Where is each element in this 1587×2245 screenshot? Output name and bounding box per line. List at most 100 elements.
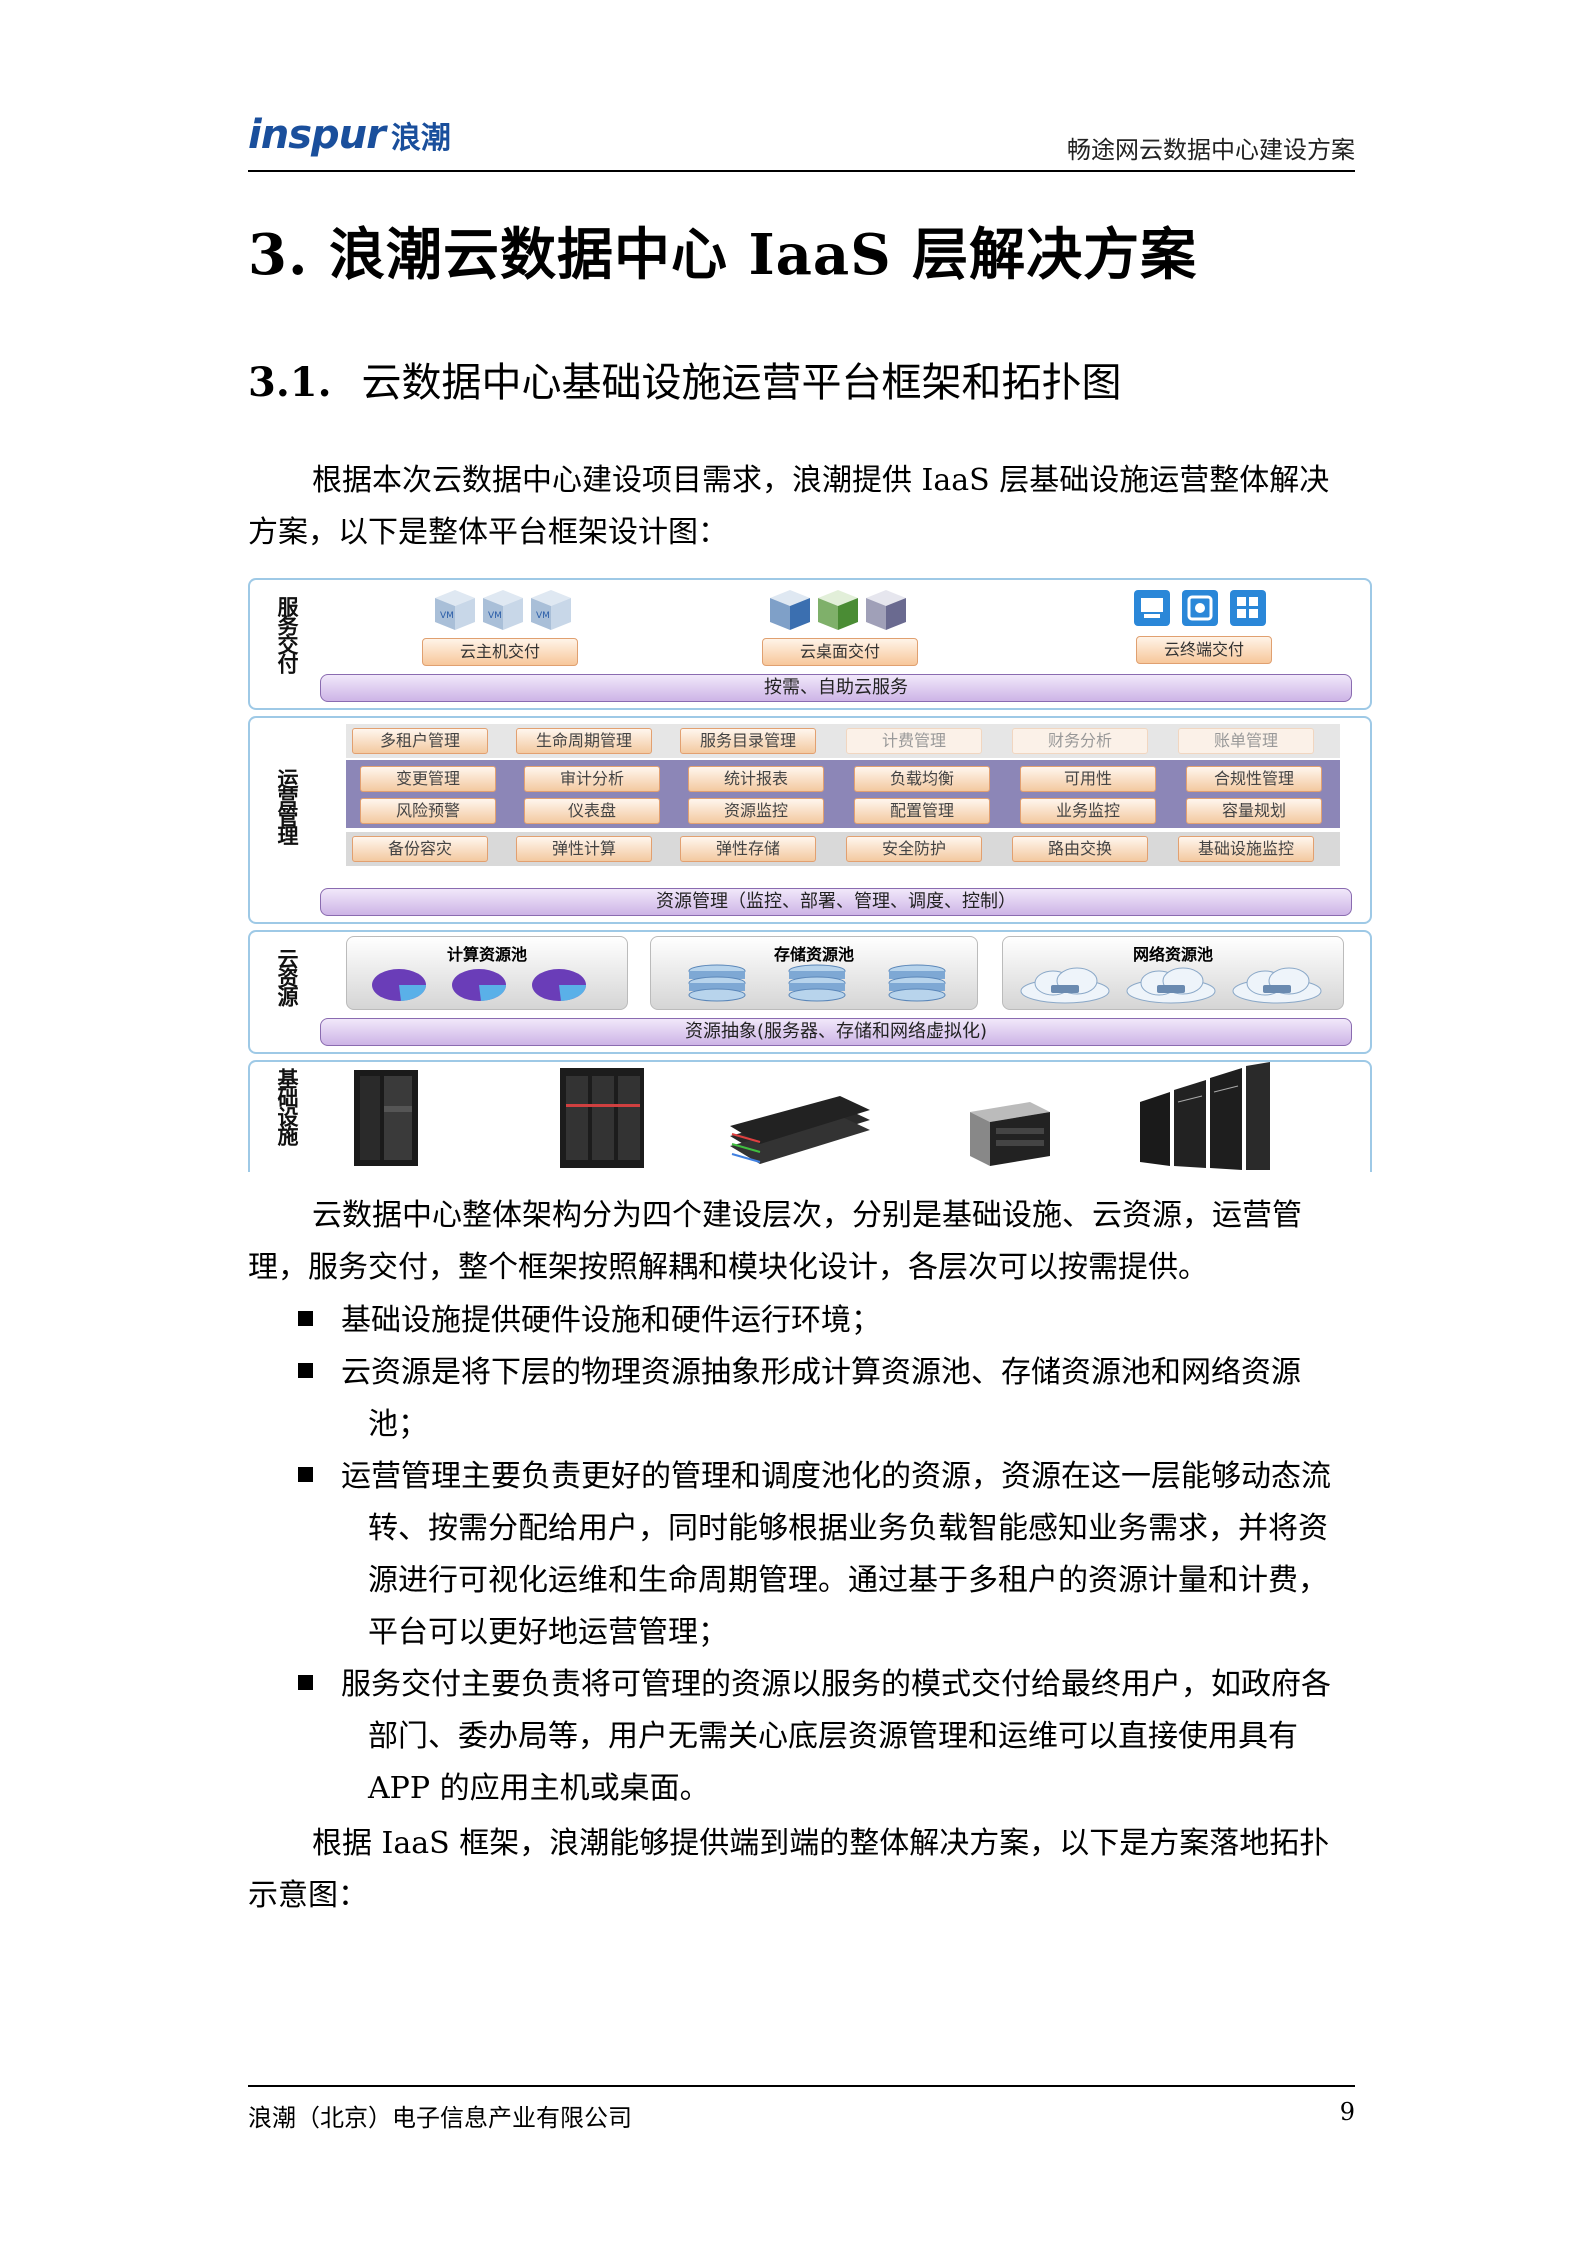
platform-framework-diagram: 服务交付 VM VM VM 云主机交付 xyxy=(248,578,1378,1176)
ops-cell: 安全防护 xyxy=(846,836,982,862)
ops-cell: 审计分析 xyxy=(524,766,660,792)
paragraph-architecture: 云数据中心整体架构分为四个建设层次，分别是基础设施、云资源，运营管理，服务交付，… xyxy=(248,1198,1302,1285)
cloud-resource-layer: 云资源 计算资源池 存储资源池 xyxy=(248,930,1372,1054)
footer-company: 浪潮（北京）电子信息产业有限公司 xyxy=(248,2104,632,2132)
ops-cell: 合规性管理 xyxy=(1186,766,1322,792)
list-item: 云资源是将下层的物理资源抽象形成计算资源池、存储资源池和网络资源池； xyxy=(248,1347,1355,1451)
compute-pie-icons xyxy=(372,969,587,1001)
infrastructure-layer: 基础设施 xyxy=(248,1060,1372,1172)
cloud-layer-bar: 资源抽象(服务器、存储和网络虚拟化) xyxy=(320,1018,1352,1046)
network-pool: 网络资源池 xyxy=(1002,936,1344,1010)
heading-2-text: 云数据中心基础设施运营平台框架和拓扑图 xyxy=(361,360,1122,406)
ops-cell: 服务目录管理 xyxy=(680,728,816,754)
disk-stack-icon xyxy=(688,964,746,1002)
ops-cell: 仪表盘 xyxy=(524,798,660,824)
operations-layer: 运营管理 多租户管理 生命周期管理 服务目录管理 计费管理 财务分析 账单管理 … xyxy=(248,716,1372,924)
ops-cell: 弹性存储 xyxy=(680,836,816,862)
rack-server-icon xyxy=(354,1070,418,1166)
ops-cell: 弹性计算 xyxy=(516,836,652,862)
server-cabinet-icon xyxy=(560,1068,644,1168)
ops-cell: 备份容灾 xyxy=(352,836,488,862)
ops-cell: 资源监控 xyxy=(688,798,824,824)
desktop-cube-icon xyxy=(818,590,858,630)
header-rule xyxy=(248,170,1355,172)
storage-pool-title: 存储资源池 xyxy=(773,945,854,964)
desktop-cube-icon xyxy=(770,590,810,630)
paragraph-topology: 根据 IaaS 框架，浪潮能够提供端到端的整体解决方案，以下是方案落地拓扑示意图… xyxy=(248,1826,1330,1913)
ops-cell: 基础设施监控 xyxy=(1178,836,1314,862)
list-item-text: 基础设施提供硬件设施和硬件运行环境； xyxy=(341,1303,881,1338)
ops-cell: 风险预警 xyxy=(360,798,496,824)
network-pool-title: 网络资源池 xyxy=(1132,945,1213,964)
storage-pool: 存储资源池 xyxy=(650,936,978,1010)
ops-cell: 账单管理 xyxy=(1178,728,1314,754)
heading-2: 3.1. 云数据中心基础设施运营平台框架和拓扑图 xyxy=(248,350,1122,408)
network-cloud-icons xyxy=(1020,967,1322,1004)
cloud-icon xyxy=(1126,967,1216,1004)
square-bullet-icon xyxy=(298,1363,313,1378)
service-layer-bar: 按需、自助云服务 xyxy=(320,674,1352,702)
pie-icon xyxy=(452,969,507,1001)
desktop-cubes-icon xyxy=(770,590,906,630)
vm-cubes-icon: VM VM VM xyxy=(435,590,571,630)
heading-2-number: 3.1. xyxy=(248,359,332,406)
square-bullet-icon xyxy=(298,1467,313,1482)
list-item: 基础设施提供硬件设施和硬件运行环境； xyxy=(248,1295,1355,1347)
ops-row-bg xyxy=(346,760,1340,828)
footer-rule xyxy=(248,2085,1355,2087)
paragraph-intro: 根据本次云数据中心建设项目需求，浪潮提供 IaaS 层基础设施运营整体解决方案，… xyxy=(248,463,1330,550)
terminal-icons xyxy=(1134,590,1266,626)
compute-pool-title: 计算资源池 xyxy=(446,945,527,964)
service-tag-host: 云主机交付 xyxy=(422,638,578,666)
square-bullet-icon xyxy=(298,1675,313,1690)
ops-row-bg xyxy=(346,832,1340,866)
compute-pool: 计算资源池 xyxy=(346,936,628,1010)
heading-1: 3. 浪潮云数据中心 IaaS 层解决方案 xyxy=(248,222,1198,288)
svg-text:VM: VM xyxy=(488,611,502,621)
layer-bullet-list: 基础设施提供硬件设施和硬件运行环境； 云资源是将下层的物理资源抽象形成计算资源池… xyxy=(248,1295,1355,1815)
ops-layer-label: 运营管理 xyxy=(275,768,299,844)
data-center-racks-icon xyxy=(1140,1062,1270,1170)
list-item: 运营管理主要负责更好的管理和调度池化的资源，资源在这一层能够动态流转、按需分配给… xyxy=(248,1451,1355,1659)
logo-cn: 浪潮 xyxy=(390,121,451,156)
ops-cell: 变更管理 xyxy=(360,766,496,792)
ops-cell: 业务监控 xyxy=(1020,798,1156,824)
pie-icon xyxy=(532,969,587,1001)
ops-cell: 计费管理 xyxy=(846,728,982,754)
service-delivery-layer: 服务交付 VM VM VM 云主机交付 xyxy=(248,578,1372,710)
vm-cube-icon: VM xyxy=(483,590,523,630)
list-item: 服务交付主要负责将可管理的资源以服务的模式交付给最终用户，如政府各部门、委办局等… xyxy=(248,1659,1355,1815)
ops-cell: 可用性 xyxy=(1020,766,1156,792)
document-title: 畅途网云数据中心建设方案 xyxy=(1067,136,1355,164)
pie-icon xyxy=(372,969,427,1001)
ops-cell: 财务分析 xyxy=(1012,728,1148,754)
vm-cube-icon: VM xyxy=(531,590,571,630)
disk-stack-icon xyxy=(788,964,846,1002)
ops-cell: 路由交换 xyxy=(1012,836,1148,862)
ops-cell: 配置管理 xyxy=(854,798,990,824)
cloud-layer-label: 云资源 xyxy=(275,948,299,1005)
service-tag-desktop: 云桌面交付 xyxy=(762,638,918,666)
ops-row-bg xyxy=(346,724,1340,758)
svg-text:VM: VM xyxy=(440,611,454,621)
storage-disk-icons xyxy=(688,964,946,1002)
svg-text:VM: VM xyxy=(536,611,550,621)
list-item-text: 服务交付主要负责将可管理的资源以服务的模式交付给最终用户，如政府各部门、委办局等… xyxy=(341,1667,1331,1806)
ops-cell: 容量规划 xyxy=(1186,798,1322,824)
service-layer-label: 服务交付 xyxy=(275,596,299,672)
square-bullet-icon xyxy=(298,1311,313,1326)
list-item-text: 运营管理主要负责更好的管理和调度池化的资源，资源在这一层能够动态流转、按需分配给… xyxy=(341,1459,1331,1650)
infra-layer-label: 基础设施 xyxy=(275,1068,299,1144)
vm-cube-icon: VM xyxy=(435,590,475,630)
cloud-icon xyxy=(1232,967,1322,1004)
disk-stack-icon xyxy=(888,964,946,1002)
service-tag-terminal: 云终端交付 xyxy=(1136,636,1272,664)
list-item-text: 云资源是将下层的物理资源抽象形成计算资源池、存储资源池和网络资源池； xyxy=(341,1355,1301,1442)
cloud-icon xyxy=(1020,967,1110,1004)
ops-cell: 负载均衡 xyxy=(854,766,990,792)
page-number: 9 xyxy=(1339,2098,1355,2126)
storage-array-icon xyxy=(970,1102,1050,1166)
logo-text: inspur xyxy=(248,112,386,158)
app-tile-icon xyxy=(1230,590,1266,626)
